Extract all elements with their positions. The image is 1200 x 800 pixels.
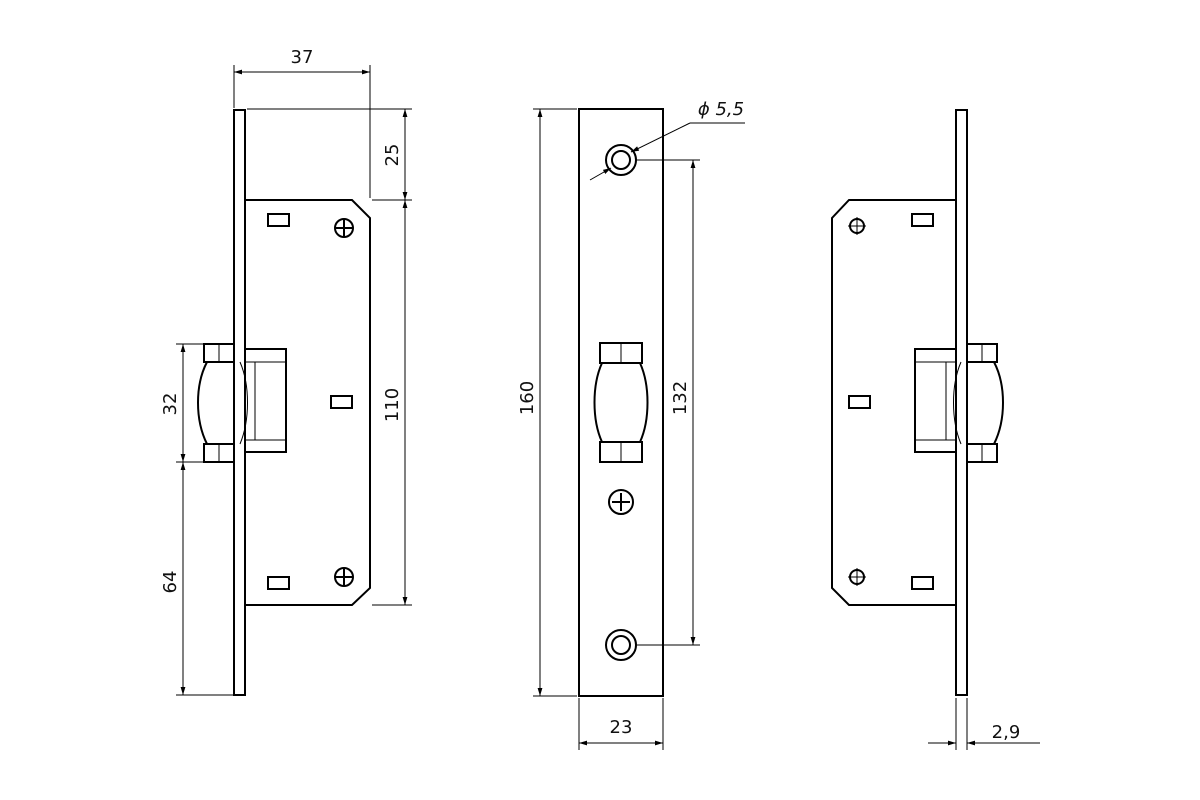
dim-110-label: 110 bbox=[382, 388, 403, 422]
hole-diameter-label: ϕ 5,5 bbox=[698, 99, 744, 120]
roller bbox=[953, 343, 1004, 463]
phillips-screw-icon bbox=[334, 218, 354, 238]
dim-25-label: 25 bbox=[382, 144, 403, 167]
right-side-view bbox=[831, 109, 1004, 696]
roller-housing bbox=[914, 348, 957, 453]
roller-housing bbox=[244, 348, 287, 453]
faceplate-strip bbox=[955, 109, 968, 696]
roller bbox=[197, 343, 248, 463]
screw-hole-icon bbox=[848, 217, 866, 235]
dimension-lines bbox=[176, 65, 1040, 750]
body-slot bbox=[267, 576, 290, 590]
body-slot bbox=[267, 213, 290, 227]
dimension-labels: 37 25 110 32 64 160 132 23 2,9 ϕ 5,5 bbox=[160, 47, 1020, 743]
lock-body bbox=[831, 199, 957, 606]
lock-body bbox=[244, 199, 371, 606]
faceplate-strip bbox=[233, 109, 246, 696]
body-slot bbox=[911, 576, 934, 590]
dim-37-label: 37 bbox=[291, 47, 314, 68]
center-front-view bbox=[578, 108, 664, 697]
dim-160-label: 160 bbox=[517, 381, 538, 415]
roller bbox=[593, 342, 649, 463]
screw-hole-icon bbox=[848, 568, 866, 586]
body-slot bbox=[848, 395, 871, 409]
dim-64-label: 64 bbox=[160, 571, 181, 594]
body-slot bbox=[911, 213, 934, 227]
body-slot bbox=[330, 395, 353, 409]
left-side-view bbox=[197, 109, 371, 696]
dim-2-9-label: 2,9 bbox=[992, 722, 1021, 743]
phillips-screw-icon bbox=[608, 489, 634, 515]
phillips-screw-icon bbox=[334, 567, 354, 587]
dim-23-label: 23 bbox=[610, 717, 633, 738]
dim-32-label: 32 bbox=[160, 393, 181, 416]
dim-132-label: 132 bbox=[670, 381, 691, 415]
